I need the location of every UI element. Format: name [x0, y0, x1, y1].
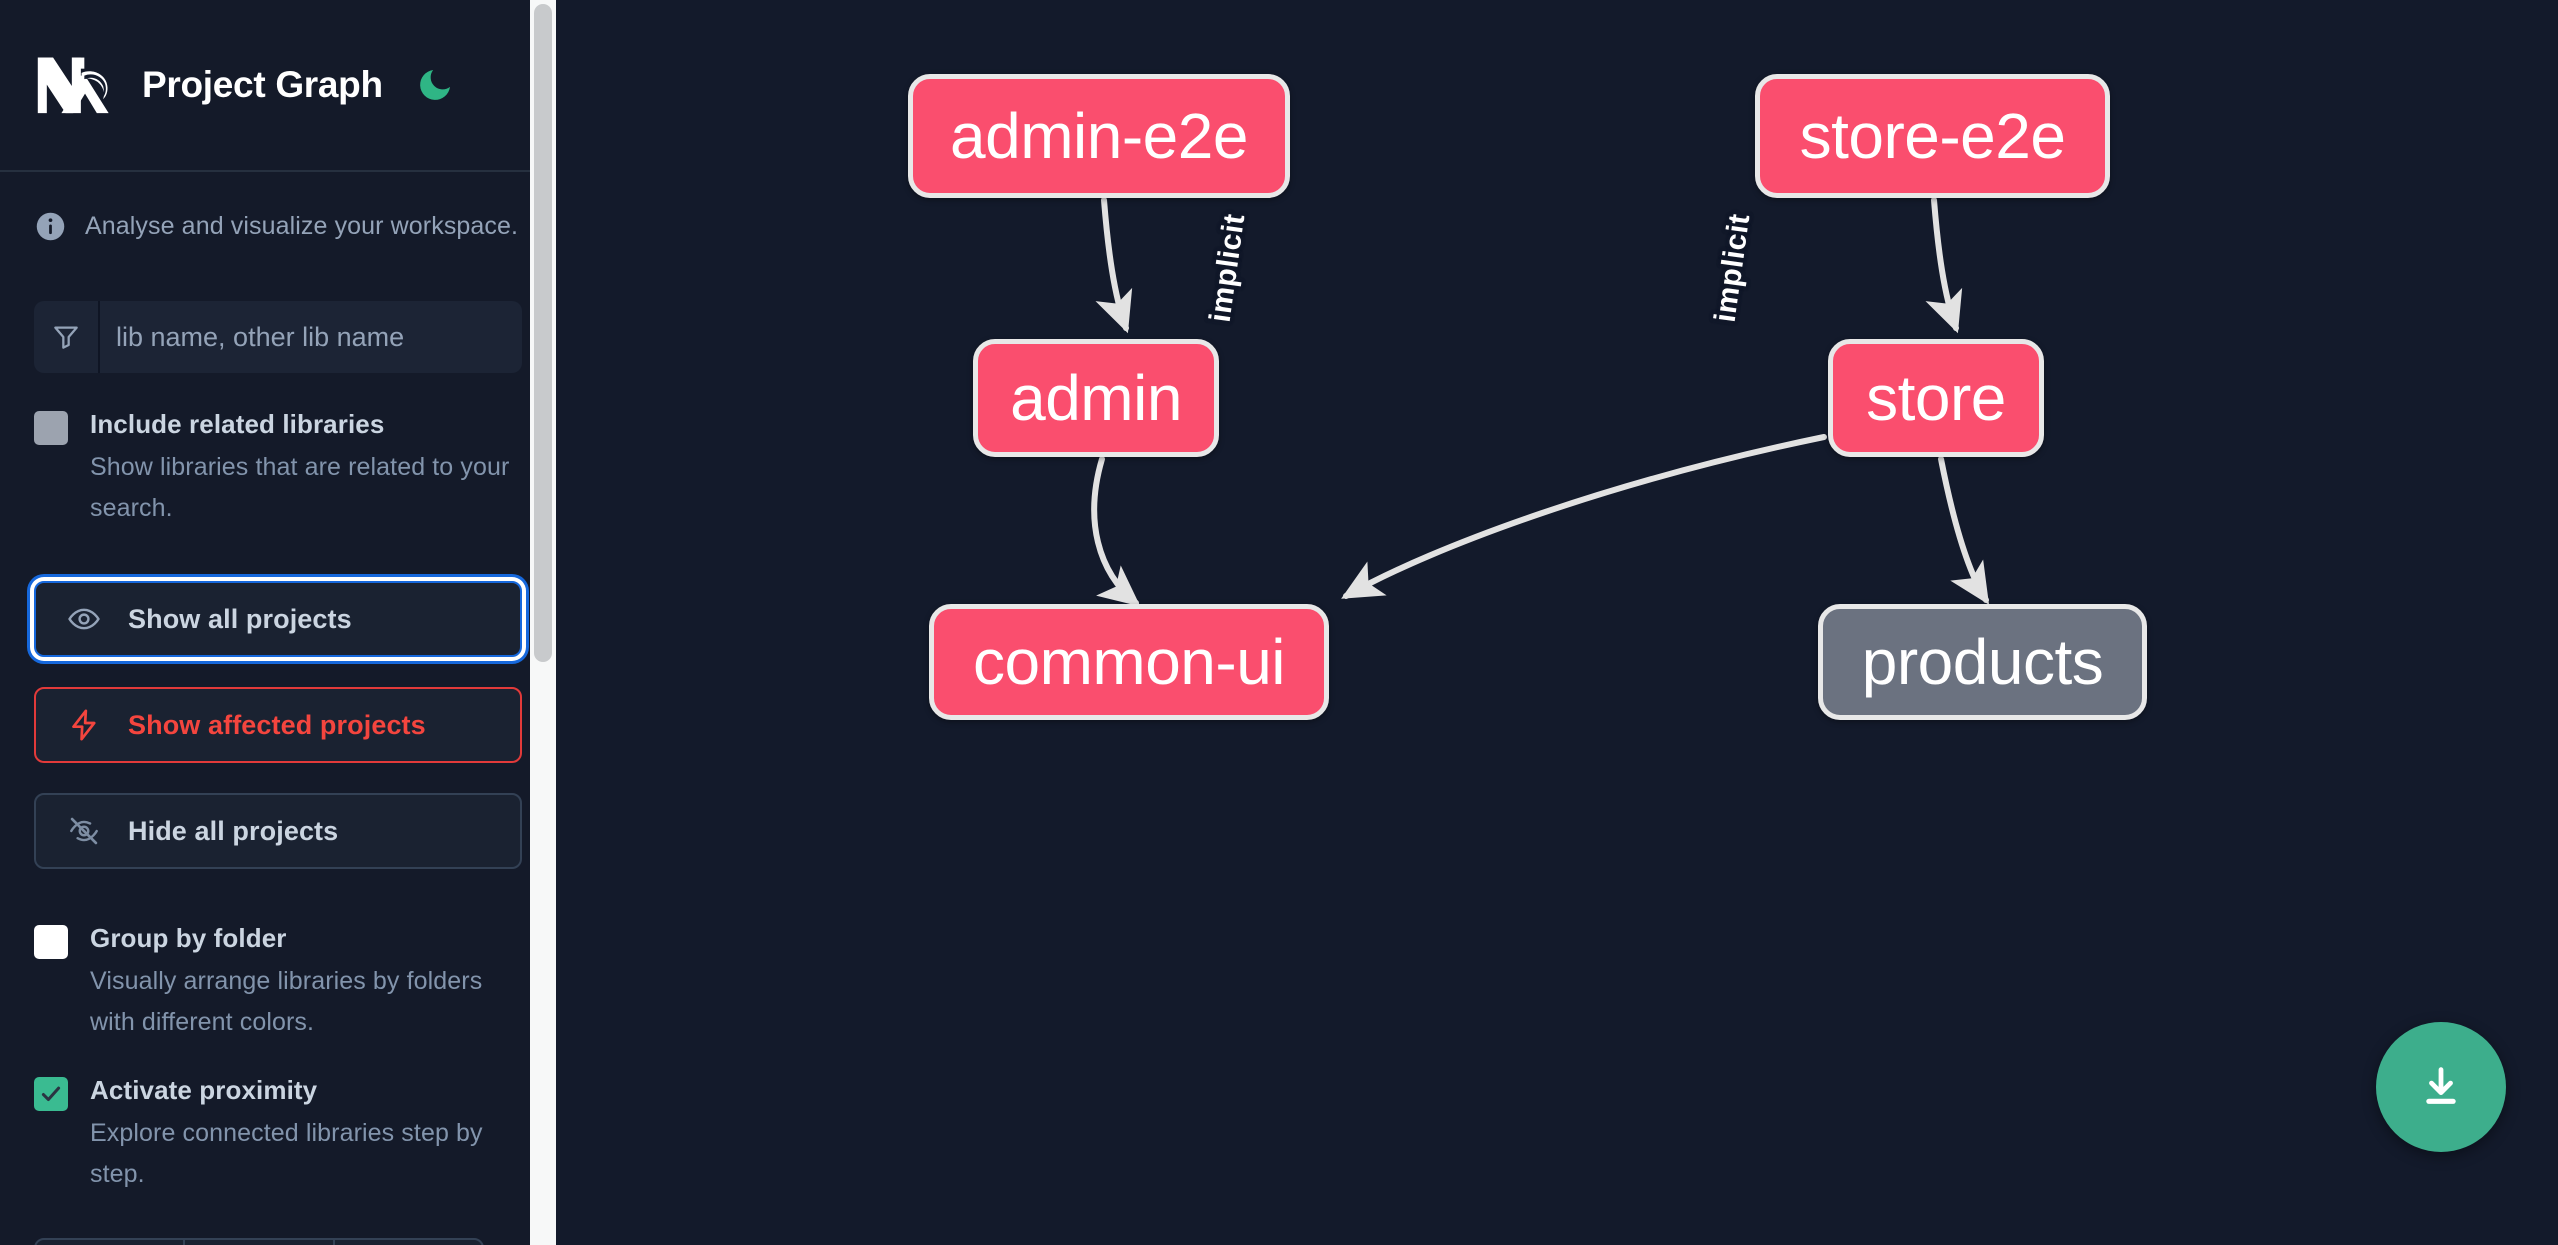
graph-node-label: store	[1866, 362, 2006, 434]
checkbox-row-group-by-folder: Group by folder Visually arrange librari…	[0, 869, 556, 1043]
search-field-wrapper	[34, 301, 522, 373]
show-all-projects-button[interactable]: Show all projects	[34, 581, 522, 657]
graph-node-common-ui[interactable]: common-ui	[929, 604, 1329, 720]
activate-proximity-description: Explore connected libraries step by step…	[90, 1119, 483, 1188]
download-image-button[interactable]	[2376, 1022, 2506, 1152]
graph-edges	[1091, 197, 1990, 607]
proximity-step-decrease[interactable]	[36, 1240, 186, 1245]
group-by-folder-description: Visually arrange libraries by folders wi…	[90, 967, 483, 1036]
proximity-step-value[interactable]	[185, 1240, 335, 1245]
show-all-projects-label: Show all projects	[128, 603, 352, 634]
info-circle-icon	[34, 210, 67, 243]
graph-node-store[interactable]: store	[1828, 339, 2044, 457]
eye-icon	[66, 601, 102, 637]
sidebar: Project Graph Analyse and visualize yo	[0, 0, 556, 1245]
moon-icon[interactable]	[413, 63, 457, 107]
hide-all-projects-label: Hide all projects	[128, 815, 339, 846]
workspace-info-text: Analyse and visualize your workspace.	[85, 212, 519, 240]
hide-all-projects-button[interactable]: Hide all projects	[34, 793, 522, 869]
include-related-libraries-description: Show libraries that are related to your …	[90, 453, 510, 522]
graph-node-label: admin	[1010, 362, 1182, 434]
include-related-libraries-checkbox[interactable]	[34, 411, 68, 445]
filter-icon	[34, 301, 100, 373]
sidebar-scrollbar-track[interactable]	[530, 0, 556, 1245]
page-title: Project Graph	[142, 64, 383, 105]
sidebar-header: Project Graph	[0, 0, 556, 172]
graph-node-label: products	[1861, 626, 2104, 698]
sidebar-content: Project Graph Analyse and visualize yo	[0, 0, 556, 1245]
show-affected-projects-label: Show affected projects	[128, 709, 426, 740]
graph-node-label: common-ui	[972, 626, 1286, 698]
workspace-info-row: Analyse and visualize your workspace.	[0, 172, 556, 243]
show-affected-projects-button[interactable]: Show affected projects	[34, 687, 522, 763]
checkbox-row-include-related-libraries: Include related libraries Show libraries…	[0, 373, 556, 529]
graph-node-label: store-e2e	[1799, 100, 2066, 172]
graph-node-products[interactable]: products	[1818, 604, 2147, 720]
lightning-bolt-icon	[66, 707, 102, 743]
nx-logo-icon	[34, 52, 118, 118]
search-input[interactable]	[100, 301, 522, 373]
proximity-step-increase[interactable]	[335, 1240, 482, 1245]
include-related-libraries-label: Include related libraries	[90, 409, 385, 439]
graph-node-admin[interactable]: admin	[973, 339, 1219, 457]
group-by-folder-label: Group by folder	[90, 923, 287, 953]
graph-node-label: admin-e2e	[950, 100, 1248, 172]
activate-proximity-checkbox[interactable]	[34, 1077, 68, 1111]
group-by-folder-checkbox[interactable]	[34, 925, 68, 959]
eye-off-icon	[66, 813, 102, 849]
graph-node-store-e2e[interactable]: store-e2e	[1755, 74, 2110, 198]
proximity-step-buttons[interactable]	[34, 1238, 484, 1245]
sidebar-scrollbar-thumb[interactable]	[534, 4, 552, 662]
checkbox-row-activate-proximity: Activate proximity Explore connected lib…	[0, 1043, 556, 1195]
project-action-buttons: Show all projects Show affected projects	[34, 581, 522, 869]
graph-node-admin-e2e[interactable]: admin-e2e	[908, 74, 1290, 198]
activate-proximity-label: Activate proximity	[90, 1075, 318, 1105]
